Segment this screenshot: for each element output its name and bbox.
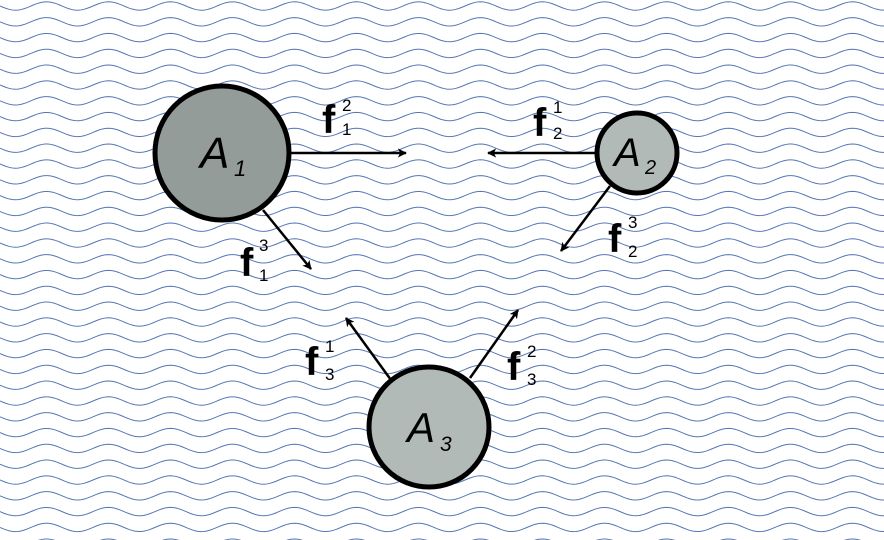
wave-line	[0, 348, 884, 359]
arrow-f13	[262, 209, 312, 270]
wave-line	[0, 333, 884, 343]
label-f32-letter: f	[507, 345, 521, 389]
label-f31-sub: 3	[325, 365, 334, 384]
wave-line	[0, 254, 884, 264]
body-a3-index: 3	[440, 433, 452, 456]
body-a2: A 2	[594, 110, 680, 196]
label-f21-letter: f	[533, 101, 547, 145]
arrow-f32	[468, 309, 520, 379]
label-f21: f 1 2	[533, 98, 562, 145]
arrow-f31	[344, 317, 393, 381]
wave-line	[0, 301, 884, 311]
body-a2-circle	[594, 110, 680, 196]
label-f23-letter: f	[608, 217, 622, 261]
wave-line	[0, 17, 884, 27]
label-f32-sup: 2	[527, 342, 536, 361]
wave-line	[0, 317, 884, 327]
wave-line	[0, 364, 884, 375]
wave-line	[0, 206, 884, 217]
body-a3-circle	[366, 364, 492, 490]
wave-line	[0, 238, 884, 248]
label-f23-sup: 3	[628, 213, 637, 232]
body-a1: A 1	[152, 83, 292, 223]
body-a1-letter: A	[197, 129, 229, 178]
label-f23-sub: 2	[628, 242, 637, 261]
label-f21-sup: 1	[553, 98, 562, 117]
wave-line	[0, 48, 884, 59]
label-f12-sub: 1	[342, 120, 351, 139]
wave-line	[0, 285, 884, 296]
wave-line	[0, 506, 884, 517]
body-a2-index: 2	[644, 157, 656, 179]
label-f32-sub: 3	[527, 370, 536, 389]
body-a3-letter: A	[404, 404, 435, 451]
wave-line	[0, 190, 884, 201]
body-a1-index: 1	[234, 156, 246, 181]
label-f21-sub: 2	[553, 124, 562, 143]
wave-line	[0, 491, 884, 501]
wave-line	[0, 269, 884, 280]
label-f32: f 2 3	[507, 342, 536, 389]
label-f13-sup: 3	[259, 236, 268, 255]
wave-line	[0, 64, 884, 74]
wave-line	[0, 1, 884, 11]
label-f12: f 2 1	[322, 96, 351, 142]
wave-line	[0, 475, 884, 485]
wave-line	[0, 32, 884, 43]
label-f13-sub: 1	[259, 266, 268, 285]
label-f12-letter: f	[322, 98, 336, 142]
wave-line	[0, 522, 884, 533]
body-a1-circle	[152, 83, 292, 223]
wave-line	[0, 96, 884, 106]
label-f13-letter: f	[240, 241, 254, 285]
wave-line	[0, 222, 884, 232]
label-f31-sup: 1	[325, 337, 334, 356]
label-f31-letter: f	[305, 340, 319, 384]
label-f31: f 1 3	[305, 337, 334, 384]
wave-line	[0, 380, 884, 390]
body-a2-letter: A	[612, 131, 641, 175]
arrow-f23	[560, 185, 611, 252]
label-f13: f 3 1	[240, 236, 268, 285]
label-f12-sup: 2	[342, 96, 351, 115]
wave-line	[0, 80, 884, 90]
label-f23: f 3 2	[608, 213, 637, 261]
wave-line	[0, 111, 884, 122]
body-a3: A 3	[366, 364, 492, 490]
